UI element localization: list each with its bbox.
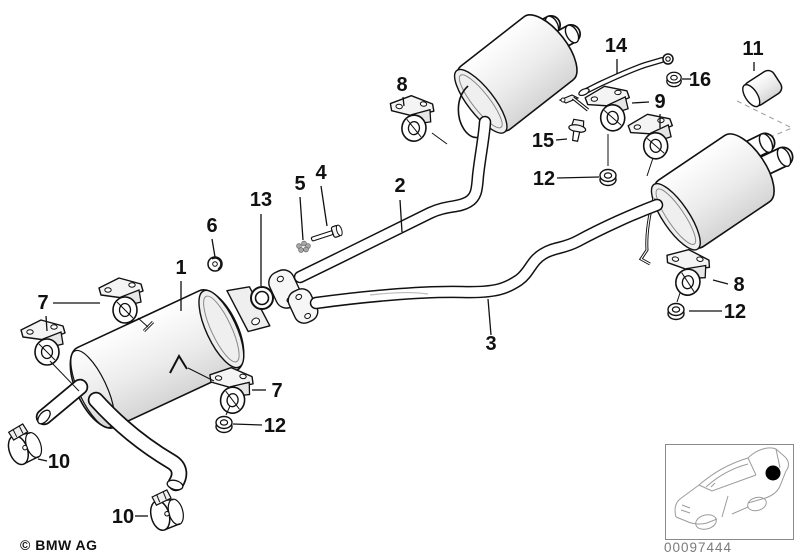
callout-leader-15 [555,138,568,141]
callout-3[interactable]: 3 [485,333,496,355]
bracket-9-left [583,83,633,134]
exhaust-clamp-front [1,419,46,468]
screw-15 [566,118,588,143]
right-rear-muffler [650,133,775,251]
callout-leader-3 [487,298,492,336]
tailpipe-tip [742,69,783,108]
strap-rod [578,53,674,97]
gasket-ring [250,286,274,310]
callout-12[interactable]: 12 [533,168,555,190]
callout-leader-2 [399,199,403,233]
bracket-7-upper-left [98,277,144,324]
callout-leader-5 [299,196,304,241]
callout-4[interactable]: 4 [315,162,327,184]
callout-leader-6 [211,238,216,258]
tip-fit-dashed-line [736,100,794,144]
front-pipe-left [293,115,492,284]
bracket-8-top [385,92,436,144]
callout-14[interactable]: 14 [605,35,628,57]
center-muffler-hanger-pin [142,320,155,333]
callout-16[interactable]: 16 [689,69,711,91]
callout-leader-9 [631,101,650,104]
callout-1[interactable]: 1 [175,257,186,279]
callout-12[interactable]: 12 [264,415,286,437]
location-dot [765,465,781,481]
callout-13[interactable]: 13 [250,189,272,211]
left-rear-muffler [453,14,578,134]
nut-16 [666,71,682,88]
callout-leader-4 [320,185,328,227]
callout-leader-8 [712,279,729,285]
callout-7[interactable]: 7 [37,292,48,314]
copyright-text: © BMW AG [20,537,98,553]
center-muffler [69,289,245,429]
bolt [310,224,343,242]
bracket-7-lower-left [20,319,66,366]
callout-11[interactable]: 11 [742,38,763,60]
callout-leader-10 [37,458,48,462]
front-pipe-flange-lower [287,288,319,324]
bracket-9-right [626,111,676,162]
callout-leader-12 [556,176,600,179]
callout-leader-7 [45,315,48,332]
center-muffler-hook [169,353,188,374]
muffler-outlet-flange [226,286,271,333]
callout-leader-12 [232,423,263,426]
callout-10[interactable]: 10 [48,451,70,473]
callout-8[interactable]: 8 [396,74,407,96]
callout-15[interactable]: 15 [532,130,554,152]
callout-2[interactable]: 2 [394,175,405,197]
mount-stud [558,94,590,112]
nut-12-right [667,302,685,321]
image-number: 00097444 [664,540,733,555]
exhaust-clamp-rear [144,486,188,534]
callout-7[interactable]: 7 [271,380,282,402]
callout-9[interactable]: 9 [654,91,665,113]
spring-clip [296,240,311,253]
assembly-lines [49,132,681,416]
callout-5[interactable]: 5 [294,173,305,195]
front-pipe-right [309,198,664,310]
nut-12-center [215,415,233,434]
nut-12-top [599,168,617,187]
callout-12[interactable]: 12 [724,301,746,323]
car-thumbnail [665,444,794,540]
callout-8[interactable]: 8 [733,274,744,296]
bracket-8-bottom [658,244,713,300]
grommet-nut [207,256,223,272]
callout-leader-8 [402,96,405,107]
callout-6[interactable]: 6 [206,215,217,237]
center-muffler-tailpipes [35,378,188,492]
callout-10[interactable]: 10 [112,506,134,528]
